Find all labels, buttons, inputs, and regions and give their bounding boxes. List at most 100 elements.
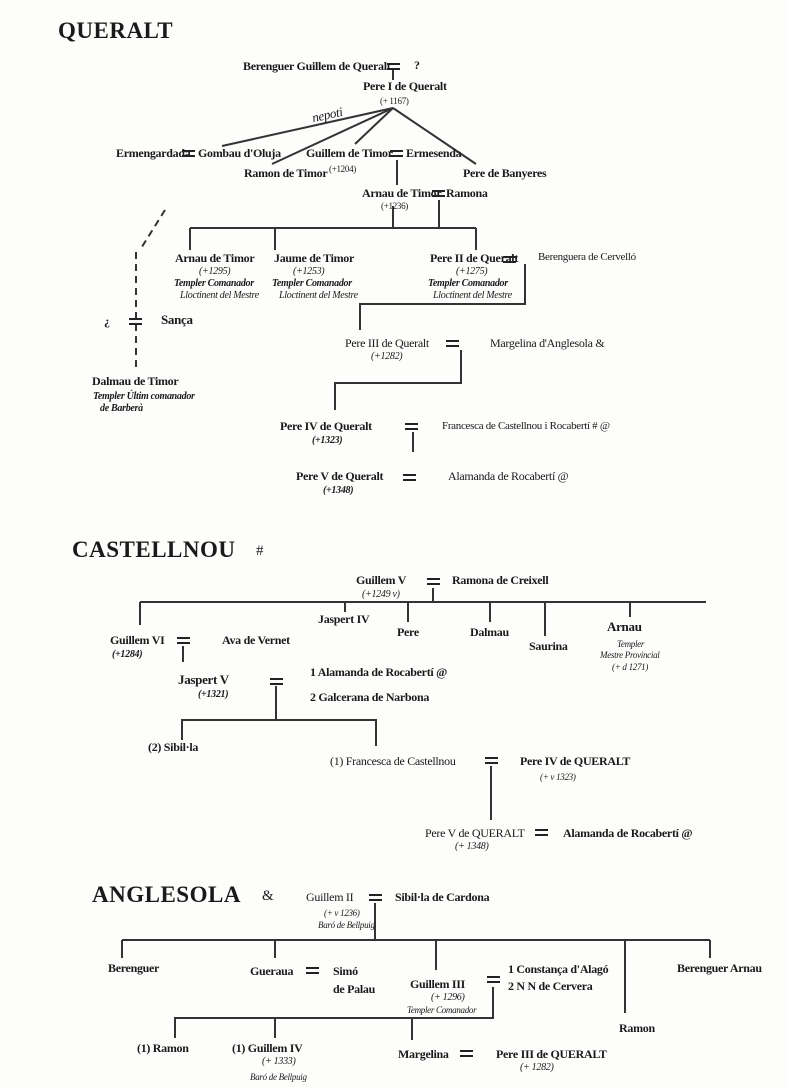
role: Templer Comanador — [407, 1005, 477, 1015]
person-sibilla: (2) Sibil·la — [148, 740, 199, 754]
person-jaspert-5: Jaspert V — [178, 672, 229, 687]
person-pere-3: Pere III de QUERALT — [496, 1047, 607, 1061]
marriage-sign — [369, 894, 382, 901]
marriage-sign — [405, 423, 418, 430]
person-pere-5: Pere V de QUERALT — [425, 826, 525, 840]
person-ramon-1: (1) Ramon — [137, 1041, 189, 1055]
marriage-sign — [460, 1050, 473, 1057]
person-arnau-timor-templer: Arnau de Timor — [175, 251, 255, 265]
person-guillem-timor: Guillem de Timor — [306, 146, 393, 160]
person-arnau: Arnau — [607, 619, 642, 634]
dates: (+1282) — [371, 351, 403, 362]
line — [271, 107, 394, 165]
role: Lloctinent del Mestre — [433, 290, 512, 301]
person-simo: Simó — [333, 964, 358, 978]
line — [174, 987, 494, 1038]
person-sibilla-cardona: Sibil·la de Cardona — [395, 890, 490, 904]
person-saurina: Saurina — [529, 639, 568, 653]
person-guillem-5: Guillem V — [356, 573, 407, 587]
dates: (+ 1348) — [455, 841, 489, 852]
person-dalmau: Dalmau — [470, 625, 509, 639]
person-berenguer: Berenguer — [108, 961, 160, 975]
person-ramon: Ramon — [619, 1021, 655, 1035]
line — [334, 350, 462, 410]
person-gombau: Gombau d'Oluja — [198, 146, 281, 160]
section-title-castellnou: CASTELLNOU — [72, 537, 236, 562]
person-simo: de Palau — [333, 982, 375, 996]
marriage-sign — [485, 757, 498, 764]
marriage-sign — [387, 63, 400, 70]
unknown-spouse: ¿ — [104, 314, 110, 328]
marriage-sign — [535, 829, 548, 836]
line — [392, 107, 477, 165]
line — [354, 107, 394, 145]
dashed-line — [139, 209, 166, 251]
marriage-sign — [403, 474, 416, 481]
person-pere-1: Pere I de Queralt — [363, 79, 447, 93]
section-mark: & — [262, 888, 275, 904]
marriage-sign — [432, 190, 445, 197]
person-guillem-6: Guillem VI — [110, 633, 165, 647]
dates: (+ 1296) — [431, 992, 465, 1003]
dates: (+ d 1271) — [612, 662, 649, 672]
person-francesca: Francesca de Castellnou i Rocabertí # @ — [442, 420, 610, 432]
person-pere-banyeres: Pere de Banyeres — [463, 166, 547, 180]
role: Templer Comanador — [428, 278, 508, 289]
marriage-sign — [306, 967, 319, 974]
marriage-sign — [487, 976, 500, 983]
person-gueraua: Gueraua — [250, 964, 294, 978]
title: Baró de Bellpuig — [250, 1072, 307, 1082]
person-pere: Pere — [397, 625, 419, 639]
person-jaume-timor: Jaume de Timor — [274, 251, 355, 265]
marriage-sign — [503, 256, 516, 263]
person-margelina: Margelina d'Anglesola & — [490, 336, 605, 350]
marriage-sign — [427, 578, 440, 585]
role: Lloctinent del Mestre — [180, 290, 259, 301]
person-dalmau-timor: Dalmau de Timor — [92, 374, 179, 388]
dates: (+1348) — [323, 485, 354, 496]
role: Templer Últim comanador — [93, 391, 195, 402]
dates: (+ v 1323) — [540, 772, 576, 782]
title: Baró de Bellpuig — [318, 920, 375, 930]
dates: (+1204) — [329, 164, 356, 174]
line — [221, 107, 394, 147]
spouse-2: 2 N N de Cervera — [508, 979, 593, 993]
role: Templer Comanador — [174, 278, 254, 289]
section-title-anglesola: ANGLESOLA — [92, 882, 241, 907]
dates: (+ 1167) — [380, 96, 409, 106]
person-guillem-4: (1) Guillem IV — [232, 1041, 303, 1055]
person-pere-5: Pere V de Queralt — [296, 469, 384, 483]
dates: (+1236) — [381, 201, 408, 211]
person-ramon-timor: Ramon de Timor — [244, 166, 328, 180]
dates: (+1249 v) — [362, 589, 400, 600]
marriage-sign — [270, 678, 283, 685]
person-jaspert-4: Jaspert IV — [318, 612, 370, 626]
section-mark: # — [256, 543, 264, 559]
person-margelina: Margelina — [398, 1047, 449, 1061]
person-alamanda: Alamanda de Rocabertí @ — [563, 826, 693, 840]
spouse-2: 2 Galcerana de Narbona — [310, 690, 430, 704]
marriage-sign — [129, 318, 142, 325]
person-francesca: (1) Francesca de Castellnou — [330, 754, 456, 768]
marriage-sign — [390, 150, 403, 157]
person-guillem-3: Guillem III — [410, 977, 466, 991]
role: de Barberà — [100, 403, 143, 414]
dates: (+ v 1236) — [324, 908, 360, 918]
person-sanca: Sança — [161, 312, 193, 327]
dates: (+1253) — [293, 266, 325, 277]
person-pere-2: Pere II de Queralt — [430, 251, 519, 265]
marriage-sign — [446, 340, 459, 347]
dates: (+1323) — [312, 435, 343, 446]
person-ermesenda: Ermesenda — [406, 146, 462, 160]
person-arnau-timor: Arnau de Timor — [362, 186, 442, 200]
person-pere-3: Pere III de Queralt — [345, 336, 429, 350]
dates: (+ 1282) — [520, 1062, 554, 1073]
person-berenguer-guillem: Berenguer Guillem de Queralt — [243, 59, 391, 73]
role: Templer Comanador — [272, 278, 352, 289]
dates: (+1321) — [198, 689, 229, 700]
spouse-1: 1 Constança d'Alagó — [508, 962, 609, 976]
marriage-sign — [177, 637, 190, 644]
person-berenguer-arnau: Berenguer Arnau — [677, 961, 762, 975]
